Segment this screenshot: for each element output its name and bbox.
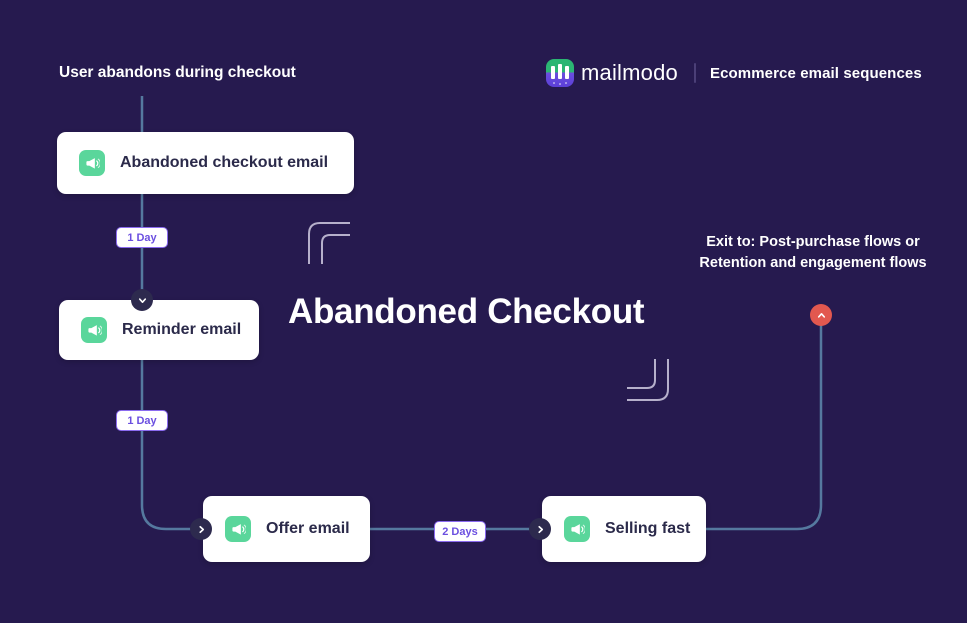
brand-divider (693, 63, 696, 83)
node-label: Reminder email (122, 321, 242, 338)
page-title: Abandoned Checkout (288, 292, 645, 331)
node-label: Offer email (266, 520, 350, 537)
megaphone-icon (564, 516, 590, 542)
chevron-right-icon[interactable] (529, 518, 551, 540)
chevron-right-icon[interactable] (190, 518, 212, 540)
rounded-corner-lines-icon (308, 222, 350, 264)
brand-name: mailmodo (581, 60, 678, 85)
delay-badge[interactable]: 1 Day (116, 227, 168, 248)
node-abandoned-checkout-email[interactable]: Abandoned checkout email (57, 132, 354, 194)
rounded-corner-lines-icon (627, 359, 669, 401)
exit-label: Exit to: Post-purchase flows or Retentio… (699, 234, 927, 271)
chevron-up-icon[interactable] (810, 304, 832, 326)
entry-trigger-label: User abandons during checkout (59, 64, 296, 81)
delay-badge[interactable]: 2 Days (434, 521, 486, 542)
megaphone-icon (81, 317, 107, 343)
brand-subtitle: Ecommerce email sequences (709, 64, 922, 82)
node-label: Abandoned checkout email (120, 154, 329, 171)
node-reminder-email[interactable]: Reminder email (59, 300, 259, 360)
megaphone-icon (225, 516, 251, 542)
node-selling-fast[interactable]: Selling fast (542, 496, 706, 562)
megaphone-icon (79, 150, 105, 176)
brand-header: mailmodo Ecommerce email sequences (546, 58, 922, 88)
delay-badge[interactable]: 1 Day (116, 410, 168, 431)
node-label: Selling fast (605, 520, 691, 537)
node-offer-email[interactable]: Offer email (203, 496, 370, 562)
chevron-down-icon[interactable] (131, 289, 153, 311)
mailmodo-logo-icon (546, 59, 574, 87)
